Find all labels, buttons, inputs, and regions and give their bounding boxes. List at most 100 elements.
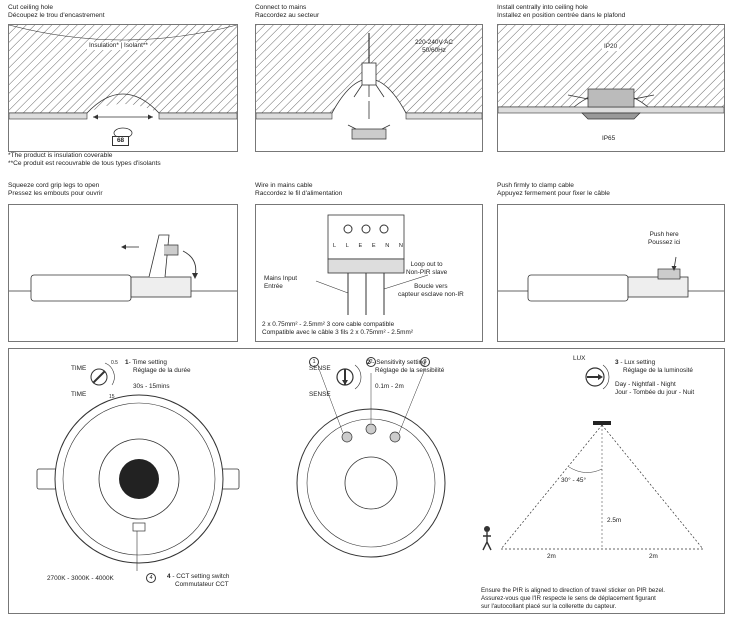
time-num: 1 bbox=[125, 359, 129, 366]
cct-setting-text: 4 - CCT setting switch Commutateur CCT bbox=[167, 573, 230, 588]
voltage-value: 220-240V AC bbox=[414, 39, 454, 46]
step1-en: Cut ceiling hole bbox=[8, 4, 54, 11]
loop-out-label-fr: Boucle vers capteur esclave non-IR bbox=[398, 283, 464, 299]
step4-fr: Pressez les embouts pour ouvrir bbox=[8, 190, 103, 197]
ip65-label: IP65 bbox=[602, 135, 616, 142]
terminal-e1: E bbox=[358, 243, 363, 249]
step2-en: Connect to mains bbox=[255, 4, 307, 11]
step4-caption: Squeeze cord grip legs to open Pressez l… bbox=[8, 182, 103, 198]
angle-label: 30° - 45° bbox=[561, 477, 587, 484]
mains-fr: Entrée bbox=[264, 283, 283, 290]
callout-4: 4 bbox=[146, 573, 156, 583]
height-label: 2.5m bbox=[607, 517, 622, 524]
settings-panel: TIME TIME 0.5 15 1- Time setting Réglage… bbox=[8, 348, 725, 614]
cct-values: 2700K - 3000K - 4000K bbox=[47, 575, 114, 582]
terminal-n2: N bbox=[398, 243, 403, 249]
time-range: 30s - 15mins bbox=[133, 383, 170, 390]
step5-fr: Raccordez le fil d'alimentation bbox=[255, 190, 343, 197]
cct-fr: Commutateur CCT bbox=[175, 581, 229, 588]
step3-panel: IP20 IP65 bbox=[497, 24, 725, 152]
lux-range-en: Day - Nightfall - Night bbox=[615, 381, 676, 388]
step1-panel: Insulation* | Isolant** 68 bbox=[8, 24, 238, 152]
time-dial-label-bottom: TIME bbox=[71, 391, 87, 398]
left-distance-label: 2m bbox=[547, 553, 556, 560]
terminal-l1: L bbox=[333, 243, 337, 249]
voltage-label: 220-240V AC 50/60Hz bbox=[404, 39, 464, 55]
cct-num: 4 bbox=[167, 573, 171, 580]
step5-en: Wire in mains cable bbox=[255, 182, 313, 189]
step2-panel: 220-240V AC 50/60Hz bbox=[255, 24, 483, 152]
terminal-labels: L L E E N N bbox=[333, 242, 403, 250]
loop-en2: Non-PIR slave bbox=[406, 269, 448, 276]
sense-range: 0.1m - 2m bbox=[375, 383, 404, 390]
step4-panel bbox=[8, 204, 238, 342]
step6-en: Push firmly to clamp cable bbox=[497, 182, 574, 189]
loop-fr2: capteur esclave non-IR bbox=[398, 291, 464, 298]
push-label: Push here Poussez ici bbox=[648, 231, 680, 247]
cable-spec: 2 x 0.75mm² - 2.5mm² 3 core cable compat… bbox=[262, 321, 413, 337]
terminal-l2: L bbox=[345, 243, 349, 249]
step6-fr: Appuyez fermement pour fixer le câble bbox=[497, 190, 610, 197]
terminal-e2: E bbox=[371, 243, 376, 249]
pir-note: Ensure the PIR is aligned to direction o… bbox=[481, 587, 665, 611]
step2-caption: Connect to mains Raccordez au secteur bbox=[255, 4, 319, 20]
loop-fr: Boucle vers bbox=[414, 283, 448, 290]
sense-setting-text: 2 - Sensitivity setting Réglage de la se… bbox=[367, 359, 445, 390]
sense-fr: Réglage de la sensibilité bbox=[375, 367, 445, 374]
cable-clamp-diagram bbox=[498, 256, 724, 302]
loop-en: Loop out to bbox=[410, 261, 443, 268]
push-fr: Poussez ici bbox=[648, 239, 681, 246]
lux-num: 3 bbox=[615, 359, 619, 366]
lux-dial-label: LUX bbox=[573, 355, 586, 362]
step3-en: Install centrally into ceiling hole bbox=[497, 4, 588, 11]
time-tick-max: 15 bbox=[109, 394, 115, 400]
cct-title: CCT setting switch bbox=[176, 573, 230, 580]
cable-fr: Compatible avec le câble 3 fils 2 x 0.75… bbox=[262, 329, 413, 336]
note-fr: **Ce produit est recouvrable de tous typ… bbox=[8, 160, 161, 167]
callout-1: 1 bbox=[309, 357, 319, 367]
step1-fr: Découpez le trou d'encastrement bbox=[8, 12, 105, 19]
pir-note-fr1: Assurez-vous que l'IR respecte le sens d… bbox=[481, 595, 656, 602]
mains-connection-diagram bbox=[256, 25, 482, 140]
frequency-value: 50/60Hz bbox=[422, 47, 446, 54]
sense-dial-label-bottom: SENSE bbox=[309, 391, 331, 398]
ip20-label: IP20 bbox=[602, 43, 620, 51]
time-fr: Réglage de la durée bbox=[133, 367, 191, 374]
step5-caption: Wire in mains cable Raccordez le fil d'a… bbox=[255, 182, 342, 198]
step3-fr: Installez en position centrée dans le pl… bbox=[497, 12, 626, 19]
note-en: *The product is insulation coverable bbox=[8, 152, 113, 159]
cable-en: 2 x 0.75mm² - 2.5mm² 3 core cable compat… bbox=[262, 321, 395, 328]
callout-2: 2 bbox=[366, 357, 376, 367]
lux-range-fr: Jour - Tombée du jour - Nuit bbox=[615, 389, 695, 396]
time-setting-text: 1- Time setting Réglage de la durée 30s … bbox=[125, 359, 191, 390]
right-distance-label: 2m bbox=[649, 553, 658, 560]
ceiling-install-diagram bbox=[498, 25, 724, 120]
cutout-size-badge: 68 bbox=[112, 136, 130, 146]
sense-title: Sensitivity setting bbox=[376, 359, 426, 366]
loop-out-label: Loop out to Non-PIR slave bbox=[406, 261, 447, 277]
step4-en: Squeeze cord grip legs to open bbox=[8, 182, 100, 189]
sense-dial-label: SENSE bbox=[309, 365, 331, 372]
time-tick-min: 0.5 bbox=[111, 360, 118, 366]
step3-caption: Install centrally into ceiling hole Inst… bbox=[497, 4, 625, 20]
pir-note-fr2: sur l'autocollant placé sur la collerett… bbox=[481, 603, 617, 610]
lux-title: Lux setting bbox=[624, 359, 656, 366]
step5-panel: L L E E N N Mains Input Entrée Loop out … bbox=[255, 204, 483, 342]
pir-note-en: Ensure the PIR is aligned to direction o… bbox=[481, 587, 665, 594]
step2-fr: Raccordez au secteur bbox=[255, 12, 320, 19]
insulation-notes: *The product is insulation coverable **C… bbox=[8, 152, 161, 168]
step6-panel: Push here Poussez ici bbox=[497, 204, 725, 342]
callout-3: 3 bbox=[420, 357, 430, 367]
lux-setting-text: 3 - Lux setting Réglage de la luminosité… bbox=[615, 359, 695, 396]
push-en: Push here bbox=[649, 231, 679, 238]
step6-caption: Push firmly to clamp cable Appuyez ferme… bbox=[497, 182, 610, 198]
mains-en: Mains Input bbox=[264, 275, 298, 282]
cord-grip-diagram bbox=[9, 234, 237, 302]
step1-caption: Cut ceiling hole Découpez le trou d'enca… bbox=[8, 4, 105, 20]
lux-fr: Réglage de la luminosité bbox=[623, 367, 693, 374]
ceiling-cut-diagram bbox=[9, 25, 237, 139]
terminal-n1: N bbox=[385, 243, 390, 249]
terminal-block-diagram bbox=[315, 214, 429, 315]
time-dial-label: TIME bbox=[71, 365, 87, 372]
settings-diagrams bbox=[36, 362, 704, 571]
